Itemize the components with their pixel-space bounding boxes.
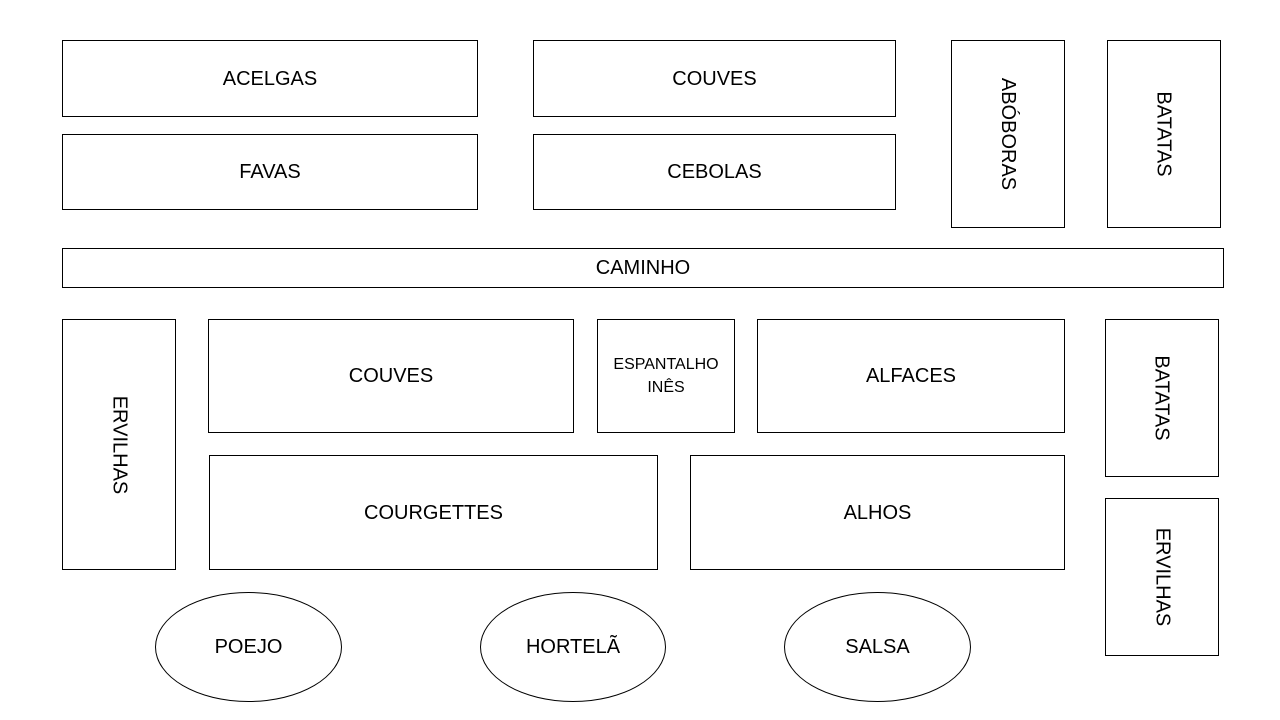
bed-label-alhos: ALHOS — [843, 501, 912, 524]
bed-label-favas: FAVAS — [239, 161, 301, 183]
bed-batatas-right: BATATAS — [1105, 319, 1219, 477]
bed-cebolas: CEBOLAS — [533, 134, 896, 210]
bed-label-couves-top: COUVES — [672, 67, 757, 90]
bed-label-couves-middle: COUVES — [348, 365, 434, 387]
herb-salsa: SALSA — [784, 592, 971, 702]
scarecrow-label: ESPANTALHO INÊS — [613, 353, 718, 399]
bed-favas: FAVAS — [62, 134, 478, 210]
bed-batatas-top: BATATAS — [1107, 40, 1221, 228]
bed-acelgas: ACELGAS — [62, 40, 478, 117]
bed-label-courgettes: COURGETTES — [364, 501, 503, 524]
bed-label-batatas-right: BATATAS — [1150, 355, 1173, 441]
bed-label-ervilhas-left: ERVILHAS — [107, 395, 130, 494]
bed-label-alfaces: ALFACES — [865, 365, 957, 387]
herb-label-hortela: HORTELÃ — [525, 636, 621, 658]
bed-alfaces: ALFACES — [757, 319, 1065, 433]
bed-ervilhas-right: ERVILHAS — [1105, 498, 1219, 656]
scarecrow-label-line1: ESPANTALHO — [613, 356, 719, 373]
bed-alhos: ALHOS — [690, 455, 1065, 570]
bed-aboboras: ABÓBORAS — [951, 40, 1065, 228]
scarecrow-area: ESPANTALHO INÊS — [597, 319, 735, 433]
herb-hortela: HORTELÃ — [480, 592, 666, 702]
garden-path: CAMINHO — [62, 248, 1224, 288]
bed-label-aboboras: ABÓBORAS — [997, 77, 1020, 191]
bed-label-acelgas: ACELGAS — [222, 67, 318, 90]
bed-couves-top: COUVES — [533, 40, 896, 117]
bed-label-batatas-top: BATATAS — [1152, 91, 1175, 177]
herb-label-poejo: POEJO — [214, 636, 283, 658]
herb-poejo: POEJO — [155, 592, 342, 702]
bed-label-ervilhas-right: ERVILHAS — [1150, 527, 1173, 627]
bed-couves-middle: COUVES — [208, 319, 574, 433]
bed-ervilhas-left: ERVILHAS — [62, 319, 176, 570]
garden-path-label: CAMINHO — [595, 257, 691, 279]
bed-label-cebolas: CEBOLAS — [667, 161, 762, 183]
bed-courgettes: COURGETTES — [209, 455, 658, 570]
herb-label-salsa: SALSA — [845, 636, 910, 658]
scarecrow-label-line2: INÊS — [647, 379, 685, 396]
